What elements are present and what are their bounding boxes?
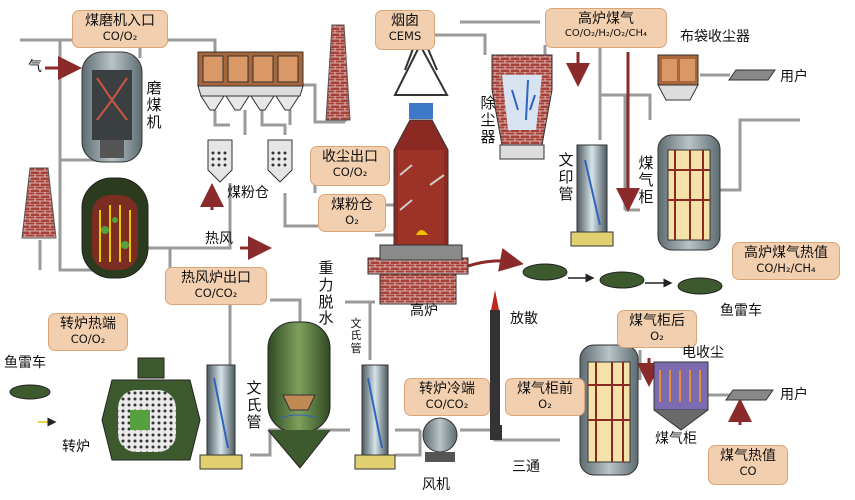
label-blast-furnace: 高炉 [410, 303, 438, 319]
bag-filter-graphic [657, 54, 699, 101]
label-gravity: 重力脱水 [318, 259, 334, 328]
box-hot-stove-outlet: 热风炉出口 CO/CO₂ [165, 267, 267, 305]
box-converter-cold-title: 转炉冷端 [419, 381, 475, 397]
user-tray-top [728, 69, 776, 81]
box-converter-hot-formula: CO/O₂ [70, 331, 106, 346]
box-mill-inlet: 煤磨机入口 CO/O₂ [72, 10, 168, 48]
box-chimney: 烟囱 CEMS [375, 10, 435, 50]
box-bf-gas-title: 高炉煤气 [578, 11, 634, 27]
coal-mill-graphic [81, 51, 143, 163]
label-gas: 气 [28, 59, 42, 75]
box-hot-stove-outlet-formula: CO/CO₂ [194, 285, 238, 300]
car-arrows [38, 273, 673, 427]
box-after-holder-title: 煤气柜后 [629, 313, 685, 329]
box-hot-stove-outlet-title: 热风炉出口 [181, 270, 251, 286]
user-tray-bottom [725, 389, 774, 401]
box-chimney-title: 烟囱 [391, 13, 419, 29]
box-bf-gas-heat-title: 高炉煤气热值 [744, 245, 828, 261]
box-after-holder: 煤气柜后 O₂ [617, 310, 697, 348]
label-torpedo-1: 鱼雷车 [720, 303, 762, 319]
box-after-holder-formula: O₂ [650, 328, 664, 343]
label-holder-1: 煤气柜 [638, 154, 654, 206]
box-coal-bin: 煤粉仓 O₂ [318, 194, 386, 232]
label-mill: 磨煤机 [146, 79, 162, 131]
label-bag-filter: 布袋收尘器 [680, 29, 750, 45]
box-before-holder: 煤气柜前 O₂ [505, 378, 585, 416]
gravity-dewater-graphic [267, 321, 331, 469]
venturi-tube-bottom-left [199, 364, 243, 470]
box-coal-bin-title: 煤粉仓 [331, 197, 373, 213]
gas-holder-bottom [579, 344, 639, 476]
box-mill-inlet-formula: CO/O₂ [102, 28, 138, 43]
box-before-holder-title: 煤气柜前 [517, 381, 573, 397]
box-bf-gas-heat-formula: CO/H₂/CH₄ [756, 260, 816, 275]
label-user-1: 用户 [780, 69, 808, 85]
box-bf-gas-heat: 高炉煤气热值 CO/H₂/CH₄ [732, 242, 840, 280]
box-converter-hot: 转炉热端 CO/O₂ [48, 313, 128, 351]
box-dust-outlet-title: 收尘出口 [322, 149, 378, 165]
flow-arrows [45, 52, 752, 425]
label-venturi-3: 文印管 [558, 151, 574, 203]
label-venturi-2: 文氏管 [350, 317, 362, 355]
label-esp: 电收尘 [682, 345, 724, 361]
label-deduster: 除尘器 [480, 94, 496, 146]
label-fan: 风机 [422, 477, 450, 493]
venturi-tube-bottom-mid [354, 364, 396, 470]
box-dust-outlet: 收尘出口 CO/O₂ [310, 146, 390, 186]
converter-graphic [101, 357, 201, 461]
box-gas-heat-title: 煤气热值 [720, 448, 776, 464]
dust-catcher-graphic [491, 54, 553, 160]
label-converter: 转炉 [62, 439, 90, 455]
tee-junction [490, 425, 502, 440]
blast-furnace-graphic [367, 27, 469, 305]
box-coal-bin-formula: O₂ [345, 212, 359, 227]
small-chimney-mid [325, 24, 351, 121]
small-chimney-left [21, 167, 57, 239]
label-torpedo-2: 鱼雷车 [4, 355, 46, 371]
dust-collector-bins [197, 51, 304, 111]
box-bf-gas-formula: CO/O₂/H₂/O₂/CH₄ [564, 27, 648, 39]
box-gas-heat: 煤气热值 CO [708, 445, 788, 485]
torpedo-cars [9, 263, 723, 400]
gas-holder-top [657, 134, 721, 251]
box-mill-inlet-title: 煤磨机入口 [85, 13, 155, 29]
box-converter-cold: 转炉冷端 CO/CO₂ [404, 378, 490, 416]
box-gas-heat-formula: CO [739, 463, 757, 478]
box-before-holder-formula: O₂ [538, 396, 552, 411]
box-converter-hot-title: 转炉热端 [60, 316, 116, 332]
release-stack-graphic [490, 290, 500, 440]
box-converter-cold-formula: CO/CO₂ [425, 396, 469, 411]
fan-graphic [422, 417, 458, 462]
hot-stove-graphic [81, 177, 149, 279]
box-chimney-formula: CEMS [388, 28, 422, 43]
coal-powder-bins [207, 139, 293, 183]
esp-graphic [653, 361, 709, 431]
label-holder-2: 煤气柜 [655, 431, 697, 447]
label-coal-powder-bin: 煤粉仓 [227, 185, 269, 201]
label-user-2: 用户 [780, 387, 808, 403]
label-venturi-1: 文氏管 [246, 379, 262, 431]
box-bf-gas: 高炉煤气 CO/O₂/H₂/O₂/CH₄ [545, 8, 667, 48]
label-release: 放散 [510, 311, 538, 327]
label-tee: 三通 [512, 459, 540, 475]
venturi-tube-top [570, 144, 614, 247]
label-hot-air: 热风 [205, 231, 233, 247]
box-dust-outlet-formula: CO/O₂ [332, 164, 368, 179]
